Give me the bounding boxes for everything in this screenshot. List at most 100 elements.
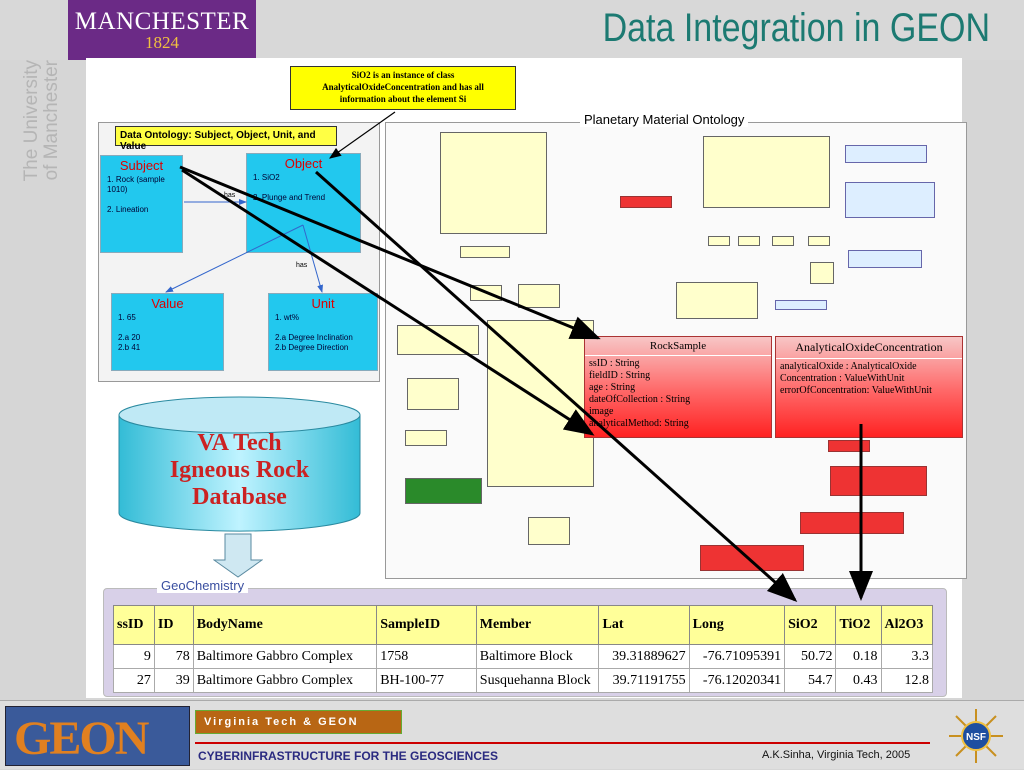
value-box: Value 1. 65 2.a 20 2.b 41 [111,293,224,371]
uml-class-box [460,246,510,258]
table-cell: 39.71191755 [598,668,690,693]
col-header: ssID [113,605,155,645]
uml-class-box [830,466,927,496]
table-cell: 27 [113,668,155,693]
uml-class-box [440,132,547,234]
table-header-row: ssID ID BodyName SampleID Member Lat Lon… [113,605,934,645]
uml-class-box [828,440,870,452]
uml-class-box [708,236,730,246]
table-cell: Susquehanna Block [475,668,600,693]
value-title: Value [151,296,184,311]
col-header: Long [688,605,786,645]
virginia-tech-banner-text: Virginia Tech & GEON [204,716,359,728]
rocksample-attributes: ssID : String fieldID : String age : Str… [589,358,691,429]
uml-note-box [405,478,482,504]
uml-class-box [808,236,830,246]
col-header: SiO2 [784,605,837,645]
uml-note-box [845,182,935,218]
diagram-label: Planetary Material Ontology [580,112,749,127]
table-cell: 54.7 [784,668,837,693]
aoc-class-box: AnalyticalOxideConcentration analyticalO… [775,336,963,438]
callout-line-1: SiO2 is an instance of class [351,70,455,80]
side-text-line-2: of Manchester [41,60,62,181]
uml-note-box [845,145,927,163]
aoc-title: AnalyticalOxideConcentration [776,337,962,359]
col-header: BodyName [192,605,378,645]
sio2-callout: SiO2 is an instance of class AnalyticalO… [290,66,516,110]
uml-note-box [775,300,827,310]
table-cell: 39 [153,668,194,693]
col-header: ID [153,605,194,645]
unit-box: Unit 1. wt% 2.a Degree Inclination 2.b D… [268,293,378,371]
table-cell: Baltimore Block [475,644,600,669]
col-header: SampleID [376,605,477,645]
col-header: Al2O3 [880,605,934,645]
footer-divider [195,742,930,744]
table-cell: 0.43 [835,668,882,693]
edge-label-has-2: has [296,262,308,269]
nsf-logo: NSF [945,707,1007,765]
geon-logo: GEON [5,706,190,766]
uml-class-box [470,285,502,301]
logo-name: MANCHESTER [74,8,250,35]
table-cell: 0.18 [835,644,882,669]
aoc-attributes: analyticalOxide : AnalyticalOxide Concen… [780,361,932,396]
object-box: Object 1. SiO2 2. Plunge and Trend [246,153,361,253]
table-row: 27 39 Baltimore Gabbro Complex BH-100-77… [113,668,934,693]
uml-class-box [810,262,834,284]
uml-class-box [700,545,804,571]
uml-class-box [487,320,594,487]
unit-lines: 1. wt% 2.a Degree Inclination 2.b Degree… [275,313,353,352]
table-cell: Baltimore Gabbro Complex [192,668,378,693]
uml-class-box [620,196,672,208]
slide-title: Data Integration in GEON [602,6,990,50]
table-cell: 50.72 [784,644,837,669]
uml-class-box [676,282,758,319]
table-cell: 78 [153,644,194,669]
table-cell: 3.3 [880,644,934,669]
table-cell: 1758 [376,644,477,669]
down-arrow-icon [213,533,263,578]
col-header: TiO2 [835,605,882,645]
subject-title: Subject [119,158,164,173]
uml-class-box [518,284,560,308]
subject-box: Subject 1. Rock (sample 1010) 2. Lineati… [100,155,183,253]
object-title: Object [284,156,323,171]
footer-credit: A.K.Sinha, Virginia Tech, 2005 [762,749,911,761]
table-cell: 12.8 [880,668,934,693]
logo-year: 1824 [145,33,179,52]
ontology-title: Data Ontology: Subject, Object, Unit, an… [115,126,337,152]
rocksample-title: RockSample [585,337,771,356]
table-cell: 39.31889627 [598,644,690,669]
nsf-text: NSF [966,732,986,743]
virginia-tech-banner: Virginia Tech & GEON [195,710,402,734]
geochemistry-label: GeoChemistry [157,578,249,593]
subject-lines: 1. Rock (sample 1010) 2. Lineation [107,175,165,214]
col-header: Member [475,605,600,645]
geochemistry-table-wrapper: ssID ID BodyName SampleID Member Lat Lon… [113,605,934,693]
table-cell: Baltimore Gabbro Complex [192,644,378,669]
uml-class-box [703,136,830,208]
uml-class-box [738,236,760,246]
table-cell: -76.71095391 [688,644,786,669]
uml-class-box [772,236,794,246]
footer-tagline: CYBERINFRASTRUCTURE FOR THE GEOSCIENCES [198,749,499,763]
uml-class-box [528,517,570,545]
table-cell: -76.12020341 [688,668,786,693]
uml-class-box [405,430,447,446]
uml-class-box [397,325,479,355]
university-side-text: The University of Manchester [18,60,68,220]
col-header: Lat [598,605,690,645]
manchester-logo: MANCHESTER 1824 [68,0,256,60]
geon-logo-text: GEON [14,712,149,765]
value-lines: 1. 65 2.a 20 2.b 41 [118,313,141,352]
edge-label-has-1: has [224,192,236,199]
side-text-line-1: The University [21,60,42,182]
unit-title: Unit [311,296,335,311]
object-lines: 1. SiO2 2. Plunge and Trend [253,173,326,202]
database-label: VA Tech Igneous Rock Database [169,430,310,510]
table-cell: 9 [113,644,155,669]
table-row: 9 78 Baltimore Gabbro Complex 1758 Balti… [113,644,934,669]
nsf-seal-icon: NSF [949,709,1003,763]
callout-line-2: AnalyticalOxideConcentration and has all [322,82,484,92]
